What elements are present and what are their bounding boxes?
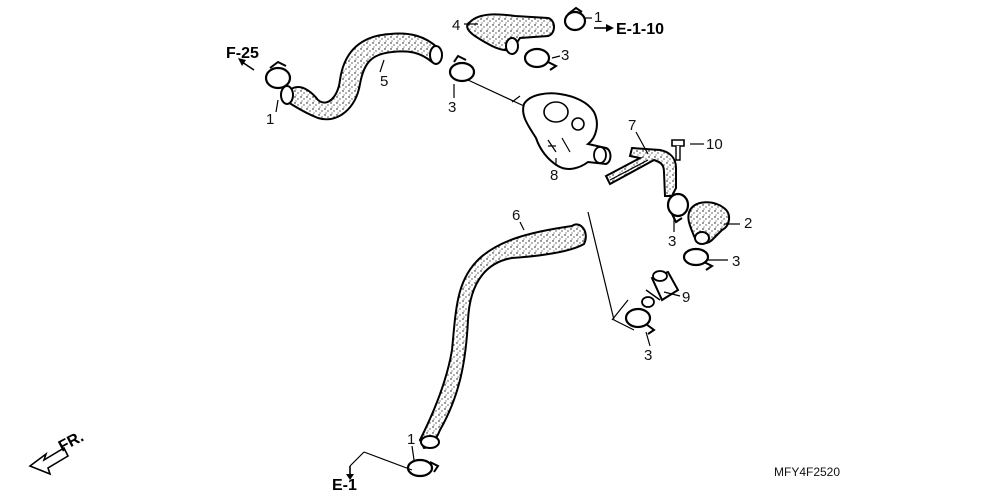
callout-3-a: 3	[561, 47, 569, 64]
callout-5: 5	[380, 73, 388, 90]
leader-lines	[275, 17, 740, 461]
callout-2: 2	[744, 215, 752, 232]
clamp-1-left	[264, 60, 292, 90]
reference-e-1: E-1	[332, 477, 357, 494]
hose-6-end-bottom	[420, 435, 440, 449]
callout-8: 8	[550, 167, 558, 184]
callout-9: 9	[682, 289, 690, 306]
reference-e-1-10: E-1-10	[616, 21, 664, 38]
callout-6: 6	[512, 207, 520, 224]
callout-3-d: 3	[732, 253, 740, 270]
assembly-line	[349, 451, 413, 471]
thermostat-housing-part-8	[522, 92, 612, 170]
clamp-3-a	[523, 47, 558, 71]
arrow-f25	[238, 58, 255, 71]
clamp-3-e	[624, 307, 656, 335]
front-direction-arrow-icon	[28, 446, 70, 476]
callout-1-bottom: 1	[407, 431, 415, 448]
callout-3-b: 3	[448, 99, 456, 116]
joint-part-9	[641, 270, 680, 308]
assembly-line	[467, 79, 525, 107]
clamp-3-d	[682, 247, 714, 271]
reference-f-25: F-25	[226, 45, 259, 62]
clamp-3-b	[448, 54, 476, 83]
hose-5-end-left	[280, 85, 294, 105]
hose-5-end-right	[429, 45, 443, 65]
hose-part-6	[418, 223, 587, 450]
callout-3-e: 3	[644, 347, 652, 364]
hose-2-end	[694, 231, 710, 245]
hose-part-5	[282, 32, 440, 121]
hose-4-end	[505, 37, 519, 55]
diagram-code: MFY4F2520	[774, 465, 840, 479]
callout-4: 4	[452, 17, 460, 34]
clamp-1-bottom	[406, 458, 440, 478]
hose-part-4	[466, 13, 555, 52]
callout-7: 7	[628, 117, 636, 134]
arrow-e1	[346, 466, 354, 480]
callout-3-c: 3	[668, 233, 676, 250]
arrow-e110	[594, 24, 614, 32]
hose-part-7	[604, 146, 677, 197]
clamp-1-top	[563, 6, 587, 32]
callout-1-left: 1	[266, 111, 274, 128]
clamp-3-c	[666, 192, 690, 224]
assembly-line	[587, 211, 635, 331]
callout-1-top: 1	[594, 9, 602, 26]
callout-10: 10	[706, 136, 723, 153]
bolt-part-10	[671, 139, 685, 161]
